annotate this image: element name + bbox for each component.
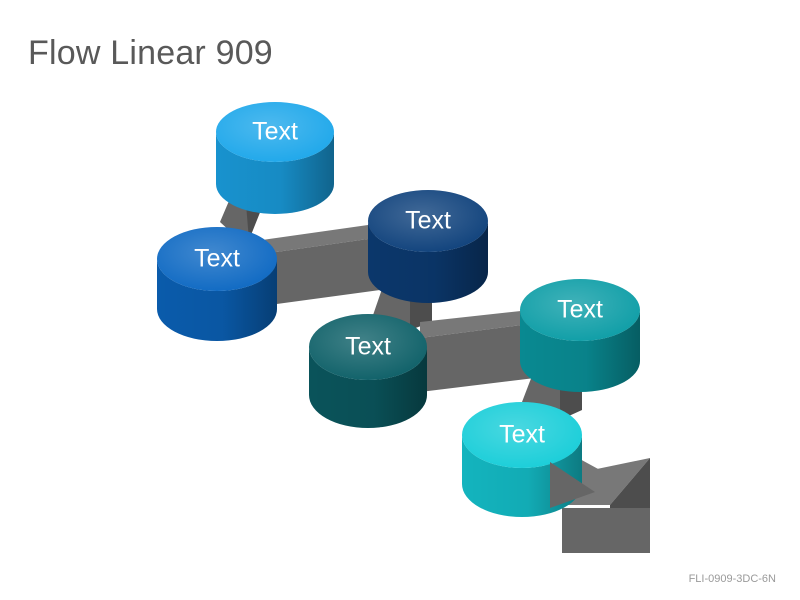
step-6-cylinder-shine bbox=[462, 402, 582, 468]
step-4-cylinder-shade bbox=[309, 347, 427, 428]
step-2-label: Text bbox=[194, 245, 240, 273]
exit-arrow-tip bbox=[550, 462, 595, 508]
step-3-cylinder-shine bbox=[368, 190, 488, 252]
step-2-cylinder: Text bbox=[157, 227, 277, 341]
step-1-cylinder: Text bbox=[216, 102, 334, 214]
step-6-cylinder: Text bbox=[462, 402, 582, 517]
step-3-label: Text bbox=[405, 207, 451, 235]
step-5-label: Text bbox=[557, 296, 603, 324]
connector-2-3-front bbox=[262, 238, 380, 306]
slide-code: FLI-0909-3DC-6N bbox=[688, 573, 776, 585]
connector-4-5 bbox=[420, 310, 535, 392]
step-4-cylinder-shine bbox=[309, 314, 427, 380]
exit-arrow-head-side bbox=[610, 458, 650, 510]
connector-4-5-front bbox=[420, 324, 535, 392]
connector-4-5-top bbox=[420, 310, 530, 338]
step-2-cylinder-shine bbox=[157, 227, 277, 291]
step-1-cylinder-shade bbox=[216, 132, 334, 214]
step-1-label: Text bbox=[252, 118, 298, 146]
connector-2-3 bbox=[262, 224, 380, 306]
step-4-cylinder: Text bbox=[309, 314, 427, 428]
step-4-label: Text bbox=[345, 333, 391, 361]
step-5-cylinder-shade bbox=[520, 310, 640, 392]
step-3-cylinder: Text bbox=[368, 190, 488, 303]
step-5-cylinder-shine bbox=[520, 279, 640, 341]
step-1-cylinder-shine bbox=[216, 102, 334, 162]
step-3-cylinder-shade bbox=[368, 221, 488, 303]
slide-title: Flow Linear 909 bbox=[28, 34, 273, 72]
connector-2-3-top bbox=[262, 224, 375, 254]
step-2-cylinder-shade bbox=[157, 259, 277, 341]
step-6-label: Text bbox=[499, 421, 545, 449]
exit-arrow-block-front bbox=[562, 508, 650, 553]
step-5-cylinder: Text bbox=[520, 279, 640, 392]
